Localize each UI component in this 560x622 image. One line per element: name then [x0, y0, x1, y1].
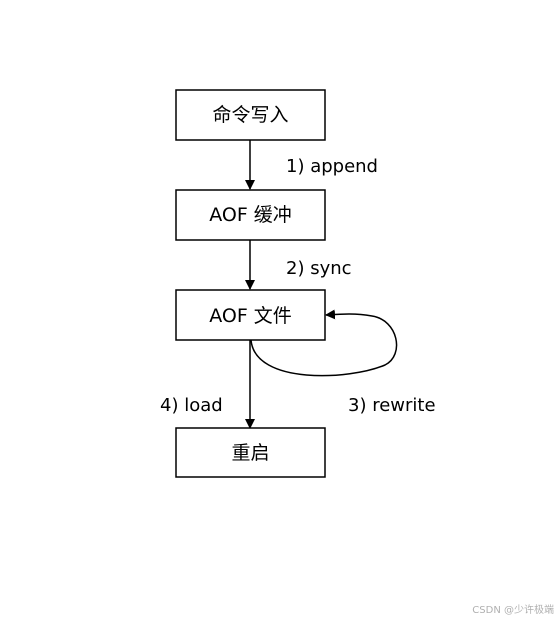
command-write-node: 命令写入	[175, 89, 326, 141]
sync-label: 2) sync	[286, 258, 352, 279]
aof-buffer-label: AOF 缓冲	[209, 204, 292, 226]
rewrite-loop-arrow	[250, 309, 398, 377]
restart-label: 重启	[231, 442, 269, 464]
rewrite-label: 3) rewrite	[348, 395, 436, 416]
load-label: 4) load	[160, 395, 223, 416]
aof-file-label: AOF 文件	[209, 305, 292, 327]
aof-buffer-node: AOF 缓冲	[175, 189, 326, 241]
command-write-label: 命令写入	[212, 104, 288, 126]
append-label: 1) append	[286, 156, 378, 177]
aof-file-node: AOF 文件	[175, 289, 326, 341]
restart-node: 重启	[175, 427, 326, 478]
watermark: CSDN @少许极端	[472, 605, 554, 616]
